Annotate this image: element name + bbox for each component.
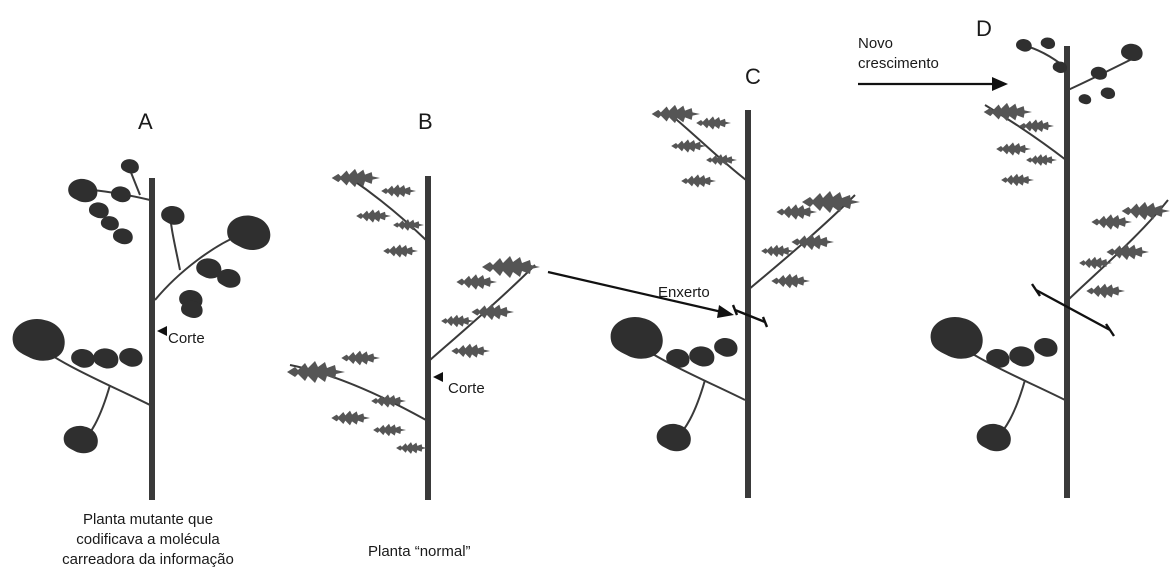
- panel-b-normal-leaves: [287, 169, 540, 454]
- panel-a-letter: A: [138, 109, 153, 134]
- panel-d-letter: D: [976, 16, 992, 41]
- panel-c-graft-arrowhead: [717, 305, 734, 318]
- panel-b-cut-marker: Corte: [433, 372, 485, 397]
- panel-c-stem: [745, 110, 751, 498]
- panel-d-growth-label-line-2: crescimento: [858, 55, 939, 72]
- panel-c-graft-marker: Enxerto: [548, 272, 767, 327]
- panel-a: A: [13, 109, 271, 568]
- panel-d-normal-leaves: [984, 103, 1170, 300]
- panel-d-new-growth-leaves: [1016, 37, 1143, 104]
- panel-d-growth-label-line-1: Novo: [858, 35, 893, 52]
- panel-b: B Corte: [287, 109, 540, 560]
- panel-b-cut-arrowhead: [433, 372, 443, 382]
- panel-b-letter: B: [418, 109, 433, 134]
- panel-a-stem: [149, 178, 155, 500]
- caption-b: Planta “normal”: [368, 543, 471, 560]
- caption-a-line-3: carreadora da informação: [62, 551, 234, 568]
- panel-c-mutant-rootstock-leaves: [611, 317, 745, 451]
- panel-d: D: [858, 16, 1170, 498]
- panel-d-new-growth-marker: Novo crescimento: [858, 35, 1008, 91]
- panel-d-mutant-rootstock-leaves: [931, 317, 1065, 451]
- panel-a-cut-label: Corte: [168, 330, 205, 347]
- panel-d-growth-arrowhead: [992, 77, 1008, 91]
- panel-c-graft-label: Enxerto: [658, 284, 710, 301]
- panel-d-stem: [1064, 46, 1070, 498]
- panel-a-cut-arrowhead: [157, 326, 167, 336]
- panel-a-mutant-leaves: [13, 159, 271, 453]
- panel-c: C Enxerto: [548, 64, 860, 498]
- panel-b-stem: [425, 176, 431, 500]
- panel-b-cut-label: Corte: [448, 380, 485, 397]
- panel-a-caption: Planta mutante que codificava a molécula…: [62, 511, 234, 568]
- caption-a-line-1: Planta mutante que: [83, 511, 213, 528]
- caption-a-line-2: codificava a molécula: [76, 531, 220, 548]
- panel-c-grafted-normal-leaves: [652, 105, 860, 290]
- panel-c-letter: C: [745, 64, 761, 89]
- panel-a-cut-marker: Corte: [157, 326, 205, 347]
